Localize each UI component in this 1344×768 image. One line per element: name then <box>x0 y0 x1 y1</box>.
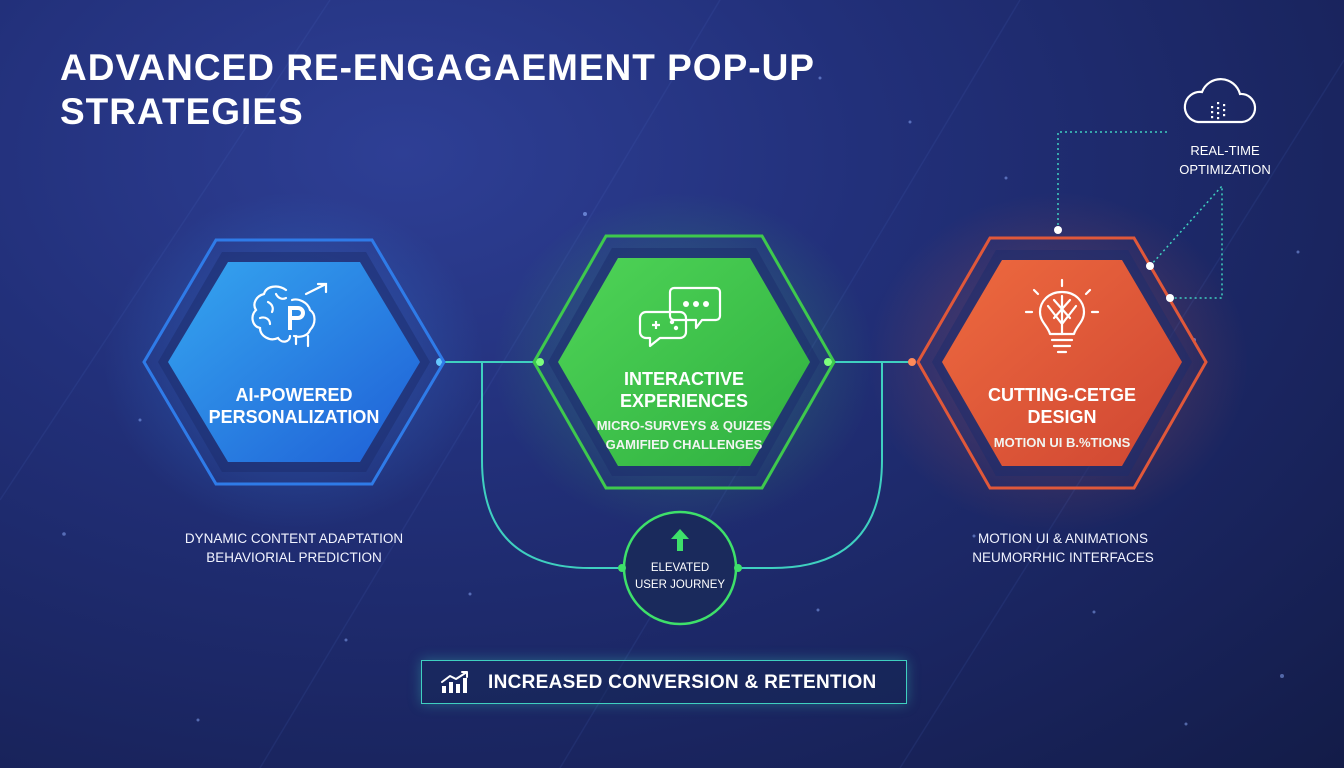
hexagon-design-subtitle: MOTION UI B.%TIONS <box>952 433 1172 452</box>
cloud-label-line-2: OPTIMIZATION <box>1179 162 1271 177</box>
hexagon-personalization-title: AI-POWERED PERSONALIZATION <box>184 384 404 428</box>
hexagon-interactive-title-line-1: INTERACTIVE <box>623 369 744 389</box>
journey-label: ELEVATED USER JOURNEY <box>624 560 736 594</box>
hexagon-interactive-subtitle: MICRO-SURVEYS & QUIZES GAMIFIED CHALLENG… <box>574 416 794 454</box>
connector-lines <box>440 361 912 569</box>
growth-chart-icon <box>441 671 468 693</box>
result-banner: INCREASED CONVERSION & RETENTION <box>421 660 907 704</box>
hexagon-design-title-line-2: DESIGN <box>1027 407 1097 427</box>
hexagon-personalization <box>142 238 446 486</box>
hexagon-interactive <box>532 234 836 490</box>
design-detail-1: MOTION UI & ANIMATIONS <box>977 531 1148 546</box>
hexagon-personalization-title-line-2: PERSONALIZATION <box>208 407 380 427</box>
hexagon-interactive-title-line-2: EXPERIENCES <box>619 391 749 411</box>
design-detail-2: NEUMORRHIC INTERFACES <box>972 550 1154 565</box>
brain-icon <box>251 282 328 348</box>
result-label: INCREASED CONVERSION & RETENTION <box>488 672 877 693</box>
page-title: ADVANCED RE-ENGAGAEMENT POP-UP STRATEGIE… <box>60 46 960 134</box>
hexagon-design-title: CUTTING-CETGE DESIGN <box>952 384 1172 428</box>
hexagon-interactive-sub-1: MICRO-SURVEYS & QUIZES <box>596 418 772 433</box>
journey-line-1: ELEVATED <box>650 562 710 574</box>
chat-gamepad-icon <box>638 286 722 348</box>
cloud-label-line-1: REAL-TIME <box>1190 143 1260 158</box>
lightbulb-icon <box>1024 278 1100 354</box>
hexagon-interactive-title: INTERACTIVE EXPERIENCES <box>574 368 794 412</box>
cloud-connectors <box>1057 131 1223 299</box>
journey-line-2: USER JOURNEY <box>634 579 726 591</box>
cloud-label: REAL-TIME OPTIMIZATION <box>1160 141 1290 179</box>
title-line-1: ADVANCED RE-ENGAGAEMENT POP-UP <box>60 47 815 88</box>
personalization-detail-2: BEHAVIORIAL PREDICTION <box>206 550 382 565</box>
personalization-details: DYNAMIC CONTENT ADAPTATION BEHAVIORIAL P… <box>154 529 434 567</box>
journey-circle <box>618 510 742 626</box>
title-line-2: STRATEGIES <box>60 91 304 132</box>
hexagon-design-sub-1: MOTION UI B.%TIONS <box>993 435 1131 450</box>
hexagon-interactive-sub-2: GAMIFIED CHALLENGES <box>605 437 763 452</box>
hexagon-design-title-line-1: CUTTING-CETGE <box>988 385 1136 405</box>
personalization-detail-1: DYNAMIC CONTENT ADAPTATION <box>184 531 404 546</box>
hexagon-personalization-title-line-1: AI-POWERED <box>235 385 353 405</box>
cloud-icon <box>1183 78 1257 124</box>
hexagon-design <box>916 236 1208 490</box>
design-details: MOTION UI & ANIMATIONS NEUMORRHIC INTERF… <box>924 529 1202 567</box>
arrow-up-icon <box>671 529 689 551</box>
